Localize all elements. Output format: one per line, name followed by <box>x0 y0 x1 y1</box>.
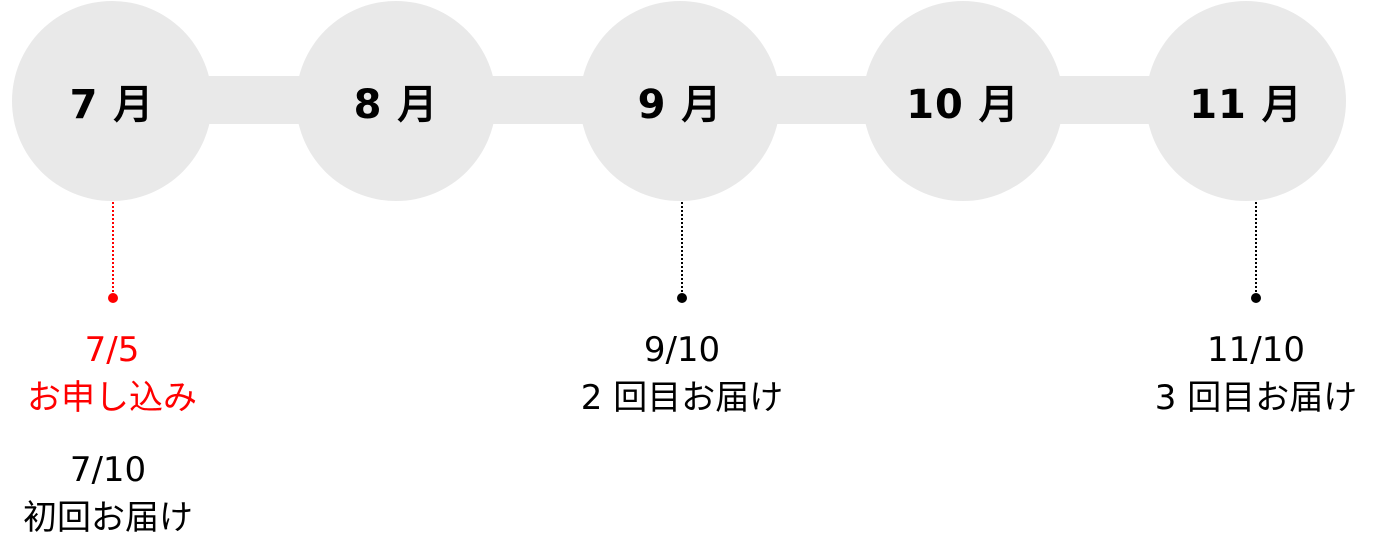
event-third-delivery: 11/10 3 回目お届け <box>1106 326 1380 422</box>
event-date: 9/10 <box>643 330 721 370</box>
month-label: 7 月 <box>69 82 155 128</box>
marker-dot-november <box>1251 293 1261 303</box>
connector-line-november <box>1255 202 1257 296</box>
month-circle-september: 9 月 <box>580 1 780 201</box>
event-text: 2 回目お届け <box>580 378 784 418</box>
marker-dot-july <box>108 293 118 303</box>
event-first-delivery: 7/10 初回お届け <box>0 446 258 542</box>
month-label: 11 月 <box>1189 82 1303 128</box>
month-label: 10 月 <box>906 82 1020 128</box>
event-date: 7/10 <box>69 450 147 490</box>
month-label: 8 月 <box>353 82 439 128</box>
event-date: 11/10 <box>1207 330 1305 370</box>
event-text: 初回お届け <box>23 498 193 538</box>
connector-line-july <box>112 202 114 296</box>
event-second-delivery: 9/10 2 回目お届け <box>532 326 832 422</box>
event-application: 7/5 お申し込み <box>0 326 262 422</box>
marker-dot-september <box>677 293 687 303</box>
month-label: 9 月 <box>637 82 723 128</box>
month-circle-july: 7 月 <box>12 1 212 201</box>
connector-line-september <box>681 202 683 296</box>
month-circle-october: 10 月 <box>863 1 1063 201</box>
event-date: 7/5 <box>84 330 140 370</box>
month-circle-august: 8 月 <box>296 1 496 201</box>
event-text: 3 回目お届け <box>1154 378 1358 418</box>
month-circle-november: 11 月 <box>1146 1 1346 201</box>
event-text: お申し込み <box>27 378 197 418</box>
